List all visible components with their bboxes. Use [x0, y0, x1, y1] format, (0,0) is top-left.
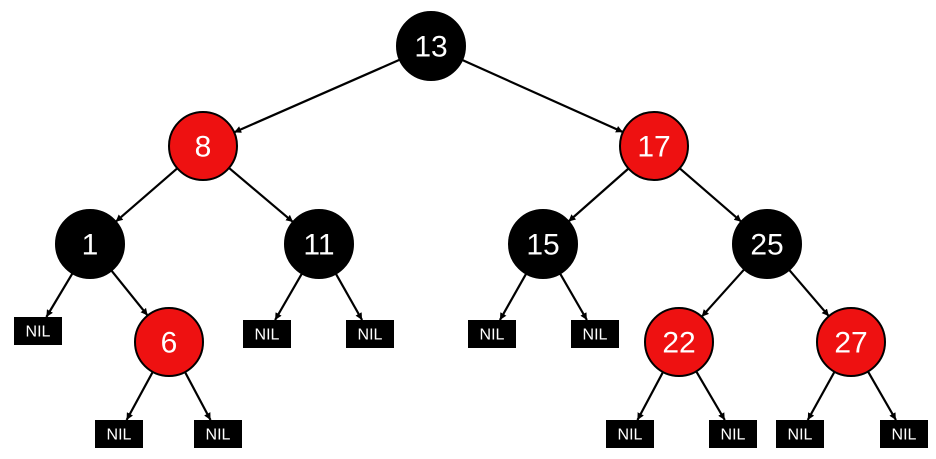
nil-label: NIL [358, 327, 383, 344]
nil-leaf: NIL [776, 420, 824, 448]
nil-label: NIL [721, 427, 746, 444]
edge-n8-n1 [114, 167, 179, 223]
node-label: 1 [82, 229, 99, 262]
nil-leaf: NIL [194, 420, 242, 448]
node-circle-black [284, 209, 354, 279]
node-label: 15 [526, 229, 559, 262]
nil-leaf: NIL [606, 420, 654, 448]
tree-node-27: 27 [816, 307, 886, 377]
nil-box [95, 420, 143, 448]
node-circle-red [134, 307, 204, 377]
node-label: 6 [161, 327, 178, 360]
edge-n15-nil4 [498, 273, 528, 321]
edge-n11-nil3 [334, 273, 364, 321]
nil-leaf: NIL [468, 320, 516, 348]
node-circle-red [644, 307, 714, 377]
node-circle-black [55, 209, 125, 279]
node-circle-black [396, 11, 466, 81]
tree-node-25: 25 [732, 209, 802, 279]
node-circle-black [508, 209, 578, 279]
tree-node-22: 22 [644, 307, 714, 377]
nil-label: NIL [618, 427, 643, 444]
tree-node-1: 1 [55, 209, 125, 279]
nil-label: NIL [788, 427, 813, 444]
nil-leaf: NIL [346, 320, 394, 348]
nil-leaf: NIL [880, 420, 928, 448]
tree-node-6: 6 [134, 307, 204, 377]
node-label: 13 [414, 31, 447, 64]
edge-n1-nil1 [45, 272, 74, 318]
nil-label: NIL [255, 327, 280, 344]
nil-box [194, 420, 242, 448]
tree-node-8: 8 [168, 111, 238, 181]
edge-n1-n6 [110, 269, 149, 317]
edge-n13-n17 [461, 58, 624, 134]
nil-box [776, 420, 824, 448]
nil-label: NIL [107, 427, 132, 444]
edge-n6-nil7 [184, 371, 212, 421]
nil-box [243, 320, 291, 348]
tree-node-11: 11 [284, 209, 354, 279]
node-circle-black [732, 209, 802, 279]
edge-n25-n22 [700, 268, 746, 318]
nil-leaf: NIL [14, 317, 62, 345]
nil-leaf: NIL [571, 320, 619, 348]
nil-box [880, 420, 928, 448]
edge-n17-n25 [678, 167, 743, 223]
node-label: 17 [637, 131, 670, 164]
nil-box [571, 320, 619, 348]
edge-n13-n8 [233, 58, 401, 134]
node-label: 8 [195, 131, 212, 164]
edge-n17-n15 [567, 167, 630, 223]
nil-box [346, 320, 394, 348]
nil-layer: NIL NIL NIL NIL NIL NIL NIL NIL NIL NIL NIL [14, 317, 928, 448]
nil-box [14, 317, 62, 345]
node-circle-red [619, 111, 689, 181]
nil-label: NIL [480, 327, 505, 344]
nil-leaf: NIL [95, 420, 143, 448]
edge-n27-nil10 [806, 371, 836, 421]
node-label: 22 [662, 327, 695, 360]
edge-n22-nil8 [636, 371, 664, 421]
edge-n22-nil9 [695, 370, 726, 421]
node-label: 11 [303, 229, 334, 262]
edge-n27-nil11 [867, 370, 897, 421]
edge-n6-nil6 [125, 371, 154, 421]
node-circle-red [168, 111, 238, 181]
tree-node-13: 13 [396, 11, 466, 81]
nil-box [468, 320, 516, 348]
tree-node-17: 17 [619, 111, 689, 181]
nil-label: NIL [26, 324, 51, 341]
nil-box [709, 420, 757, 448]
nil-box [606, 420, 654, 448]
edge-n8-n11 [228, 167, 294, 223]
node-label: 27 [834, 327, 867, 360]
nil-leaf: NIL [709, 420, 757, 448]
node-label: 25 [750, 229, 783, 262]
tree-node-15: 15 [508, 209, 578, 279]
node-circle-red [816, 307, 886, 377]
edge-n15-nil5 [559, 272, 588, 321]
edge-n25-n27 [788, 269, 830, 317]
nil-label: NIL [892, 427, 917, 444]
nil-leaf: NIL [243, 320, 291, 348]
edge-n11-nil2 [274, 272, 303, 321]
nil-label: NIL [583, 327, 608, 344]
nil-label: NIL [206, 427, 231, 444]
edges-layer [45, 58, 897, 421]
